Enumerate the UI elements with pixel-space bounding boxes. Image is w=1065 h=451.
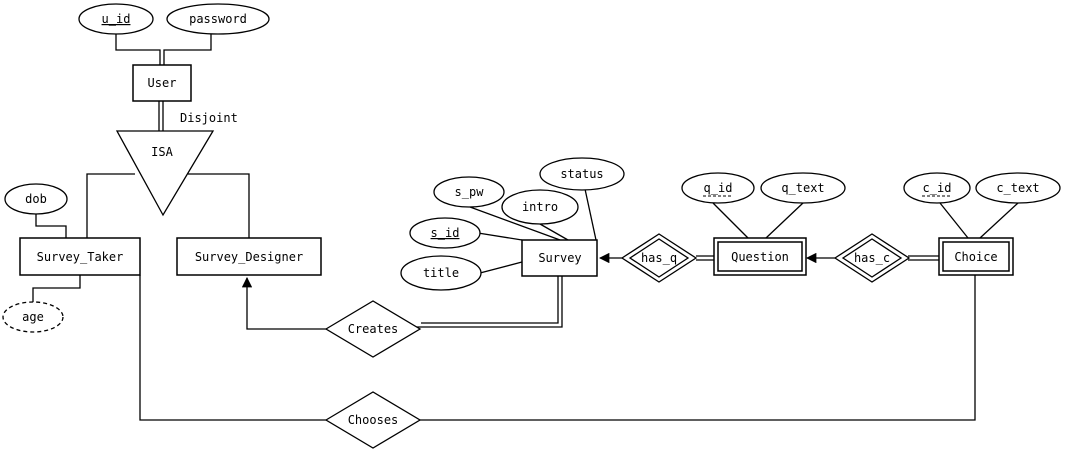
- s_id-connector: [477, 232, 523, 241]
- isa-label: ISA: [151, 145, 173, 159]
- entity-user: User: [132, 64, 192, 102]
- entity-survey-taker-label: Survey_Taker: [37, 250, 124, 264]
- attribute-s_pw-ellipse: [433, 176, 505, 208]
- isa-triangle: [115, 130, 215, 217]
- relationship-creates-label: Creates: [348, 322, 399, 336]
- entity-survey-taker-box: [19, 237, 141, 276]
- entity-survey-taker: Survey_Taker: [19, 237, 141, 276]
- relationship-creates: Creates: [324, 300, 422, 358]
- relationship-has_c: has_c: [833, 233, 911, 283]
- entity-choice: Choice: [938, 237, 1014, 276]
- attribute-title: title: [400, 255, 482, 291]
- entity-question-label: Question: [731, 250, 789, 264]
- connectors: [32, 34, 1019, 421]
- attribute-c_id-ellipse: [903, 172, 971, 204]
- age-connector: [32, 275, 81, 302]
- attribute-s_pw: s_pw: [433, 176, 505, 208]
- attribute-q_text-ellipse: [760, 172, 846, 204]
- isa-taker-connector: [86, 173, 135, 238]
- relationship-creates-diamond: [324, 300, 422, 358]
- attribute-c_text-label: c_text: [996, 181, 1039, 195]
- attribute-intro: intro: [501, 189, 579, 225]
- attribute-u_id-ellipse: [78, 3, 154, 35]
- attribute-c_text-ellipse: [975, 172, 1061, 204]
- attribute-s_id: s_id: [409, 217, 481, 249]
- isa-node: ISA Disjoint: [115, 111, 238, 217]
- title-connector: [479, 261, 523, 274]
- relationship-chooses-diamond: [324, 391, 422, 449]
- c_text-connector: [979, 202, 1019, 239]
- attribute-dob-label: dob: [25, 192, 47, 206]
- attribute-status: status: [539, 157, 625, 191]
- isa-designer-connector: [188, 173, 250, 238]
- attribute-q_id-label: q_id: [704, 181, 733, 195]
- attribute-s_pw-label: s_pw: [455, 185, 485, 199]
- attribute-q_id-ellipse: [681, 172, 755, 204]
- survey-creates-connector-b: [416, 276, 563, 328]
- q_text-connector: [765, 202, 804, 239]
- attribute-password-ellipse: [166, 3, 270, 35]
- entity-choice-inner-box: [942, 241, 1010, 272]
- attribute-intro-label: intro: [522, 200, 558, 214]
- attribute-u_id: u_id: [78, 3, 154, 35]
- attribute-intro-ellipse: [501, 189, 579, 225]
- entity-user-box: [132, 64, 192, 102]
- attribute-age: age: [2, 301, 64, 333]
- attribute-u_id-label: u_id: [102, 12, 131, 26]
- entity-question: Question: [713, 237, 807, 276]
- taker-chooses-connector: [139, 275, 326, 421]
- entity-survey-designer-label: Survey_Designer: [195, 250, 303, 264]
- attribute-dob: dob: [4, 183, 68, 215]
- entity-user-label: User: [148, 76, 177, 90]
- attribute-password-label: password: [189, 12, 247, 26]
- relationship-has_c-label: has_c: [854, 251, 890, 265]
- survey-creates-connector-a: [421, 276, 559, 324]
- relationship-has_q-inner-diamond: [628, 238, 690, 278]
- attribute-title-ellipse: [400, 255, 482, 291]
- relationship-has_q: has_q: [620, 233, 698, 283]
- relationship-chooses: Chooses: [324, 391, 422, 449]
- entity-survey-label: Survey: [538, 251, 581, 265]
- entity-survey-designer: Survey_Designer: [176, 237, 322, 276]
- attribute-age-label: age: [22, 310, 44, 324]
- c_id-connector: [939, 202, 969, 239]
- attribute-q_id: q_id: [681, 172, 755, 204]
- attribute-s_id-label: s_id: [431, 226, 460, 240]
- attribute-status-label: status: [560, 167, 603, 181]
- attribute-q_text-label: q_text: [781, 181, 824, 195]
- attribute-c_id-label: c_id: [923, 181, 952, 195]
- attribute-password: password: [166, 3, 270, 35]
- dob-connector: [35, 214, 67, 238]
- entity-survey-designer-box: [176, 237, 322, 276]
- entity-question-inner-box: [717, 241, 803, 272]
- relationship-chooses-label: Chooses: [348, 413, 399, 427]
- u_id-connector: [115, 34, 161, 65]
- attribute-dob-ellipse: [4, 183, 68, 215]
- attribute-age-ellipse: [2, 301, 64, 333]
- attribute-s_id-ellipse: [409, 217, 481, 249]
- s_pw-connector: [469, 206, 561, 241]
- q_id-connector: [712, 202, 749, 239]
- entity-survey-box: [521, 239, 598, 277]
- attribute-status-ellipse: [539, 157, 625, 191]
- attribute-c_text: c_text: [975, 172, 1061, 204]
- attribute-c_id: c_id: [903, 172, 971, 204]
- attribute-q_text: q_text: [760, 172, 846, 204]
- status-connector: [584, 188, 597, 241]
- intro-connector: [539, 223, 569, 241]
- relationship-has_c-inner-diamond: [841, 238, 903, 278]
- password-connector: [163, 34, 212, 65]
- entity-choice-label: Choice: [954, 250, 997, 264]
- attribute-title-label: title: [423, 266, 459, 280]
- isa-constraint-label: Disjoint: [180, 111, 238, 125]
- creates-designer-arrow: [241, 276, 327, 330]
- relationship-has_q-label: has_q: [641, 251, 677, 265]
- entity-survey: Survey: [521, 239, 598, 277]
- chooses-choice-connector: [420, 275, 976, 421]
